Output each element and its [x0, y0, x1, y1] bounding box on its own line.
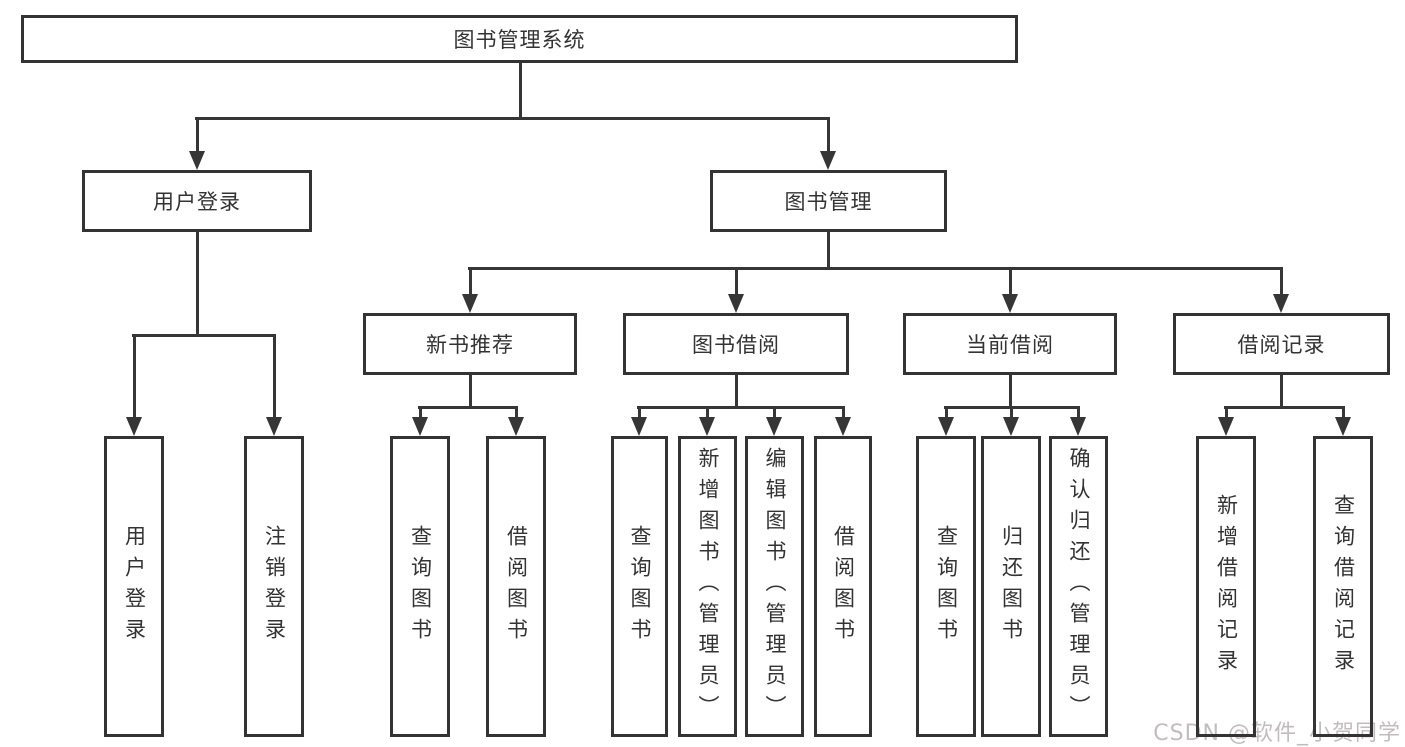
arrowhead-down-icon: [508, 417, 524, 436]
connector-line: [196, 232, 199, 335]
leaf-edit-books-admin: 编辑图书（管理员）: [745, 436, 804, 737]
connector-line: [842, 407, 845, 418]
connector-line: [1280, 375, 1283, 407]
leaf-logout: 注销登录: [244, 436, 304, 737]
node-label: 编辑图书（管理员）: [763, 447, 787, 726]
arrowhead-down-icon: [266, 417, 282, 436]
node-label: 查询图书: [934, 524, 959, 649]
node-label: 新增图书（管理员）: [696, 447, 720, 726]
connector-line: [273, 335, 276, 418]
arrowhead-down-icon: [1273, 294, 1289, 313]
connector-line: [418, 406, 518, 409]
connector-line: [133, 335, 136, 418]
node-label: 用户登录: [153, 190, 241, 214]
connector-line: [1225, 407, 1228, 418]
arrowhead-down-icon: [1218, 417, 1234, 436]
node-label: 查询图书: [628, 524, 652, 649]
node-label: 借阅图书: [831, 524, 856, 649]
node-new-book-recommend: 新书推荐: [363, 313, 577, 375]
arrowhead-down-icon: [728, 294, 744, 313]
leaf-add-books-admin: 新增图书（管理员）: [678, 436, 737, 737]
node-label: 注销登录: [262, 524, 287, 649]
connector-line: [944, 406, 1080, 409]
leaf-query-books-1: 查询图书: [390, 436, 450, 737]
node-label: 查询借阅记录: [1331, 493, 1356, 680]
arrowhead-down-icon: [699, 417, 715, 436]
node-label: 归还图书: [999, 524, 1024, 649]
connector-line: [469, 268, 472, 295]
node-library-system: 图书管理系统: [21, 15, 1018, 63]
connector-line: [515, 407, 518, 418]
connector-line: [519, 63, 522, 118]
connector-line: [638, 407, 641, 418]
node-label: 借阅图书: [504, 524, 529, 649]
node-label: 借阅记录: [1237, 333, 1326, 357]
node-current-borrowing: 当前借阅: [903, 313, 1117, 375]
connector-line: [945, 407, 948, 418]
connector-line: [468, 267, 1283, 270]
leaf-add-borrow-record: 新增借阅记录: [1196, 436, 1256, 737]
connector-line: [195, 117, 830, 120]
connector-line: [706, 407, 709, 418]
node-book-management: 图书管理: [710, 170, 947, 232]
connector-line: [1342, 407, 1345, 418]
connector-line: [1224, 406, 1345, 409]
node-book-borrowing: 图书借阅: [623, 313, 849, 375]
arrowhead-down-icon: [835, 417, 851, 436]
connector-line: [1280, 268, 1283, 295]
node-user-login: 用户登录: [82, 170, 312, 232]
connector-line: [1009, 268, 1012, 295]
connector-line: [827, 118, 830, 152]
node-borrow-records: 借阅记录: [1173, 313, 1390, 375]
leaf-return-books: 归还图书: [981, 436, 1041, 737]
arrowhead-down-icon: [1003, 417, 1019, 436]
leaf-query-books-3: 查询图书: [916, 436, 976, 737]
connector-line: [637, 406, 845, 409]
arrowhead-down-icon: [189, 151, 205, 170]
node-label: 图书管理系统: [453, 28, 586, 52]
connector-line: [827, 232, 830, 268]
node-label: 新增借阅记录: [1214, 493, 1239, 680]
arrowhead-down-icon: [820, 151, 836, 170]
connector-line: [735, 268, 738, 295]
arrowhead-down-icon: [631, 417, 647, 436]
connector-line: [735, 375, 738, 407]
arrowhead-down-icon: [1002, 294, 1018, 313]
connector-line: [773, 407, 776, 418]
connector-line: [132, 334, 276, 337]
node-label: 图书管理: [784, 190, 873, 214]
arrowhead-down-icon: [766, 417, 782, 436]
node-label: 确认归还（管理员）: [1067, 447, 1091, 726]
node-label: 当前借阅: [966, 333, 1054, 357]
connector-line: [1009, 375, 1012, 407]
arrowhead-down-icon: [938, 417, 954, 436]
connector-line: [469, 375, 472, 407]
arrowhead-down-icon: [412, 417, 428, 436]
connector-line: [196, 118, 199, 152]
arrowhead-down-icon: [1335, 417, 1351, 436]
leaf-borrow-books-2: 借阅图书: [814, 436, 872, 737]
leaf-query-borrow-record: 查询借阅记录: [1313, 436, 1373, 737]
arrowhead-down-icon: [462, 294, 478, 313]
leaf-user-login: 用户登录: [104, 436, 164, 737]
connector-line: [1077, 407, 1080, 418]
connector-line: [419, 407, 422, 418]
node-label: 用户登录: [122, 524, 147, 649]
arrowhead-down-icon: [1070, 417, 1086, 436]
leaf-query-books-2: 查询图书: [611, 436, 668, 737]
connector-line: [1010, 407, 1013, 418]
watermark: CSDN @软件_小贺同学: [1153, 721, 1401, 746]
leaf-borrow-books-1: 借阅图书: [486, 436, 546, 737]
node-label: 新书推荐: [426, 333, 514, 357]
node-label: 图书借阅: [692, 333, 780, 357]
node-label: 查询图书: [408, 524, 433, 649]
arrowhead-down-icon: [126, 417, 142, 436]
leaf-confirm-return-admin: 确认归还（管理员）: [1049, 436, 1108, 737]
